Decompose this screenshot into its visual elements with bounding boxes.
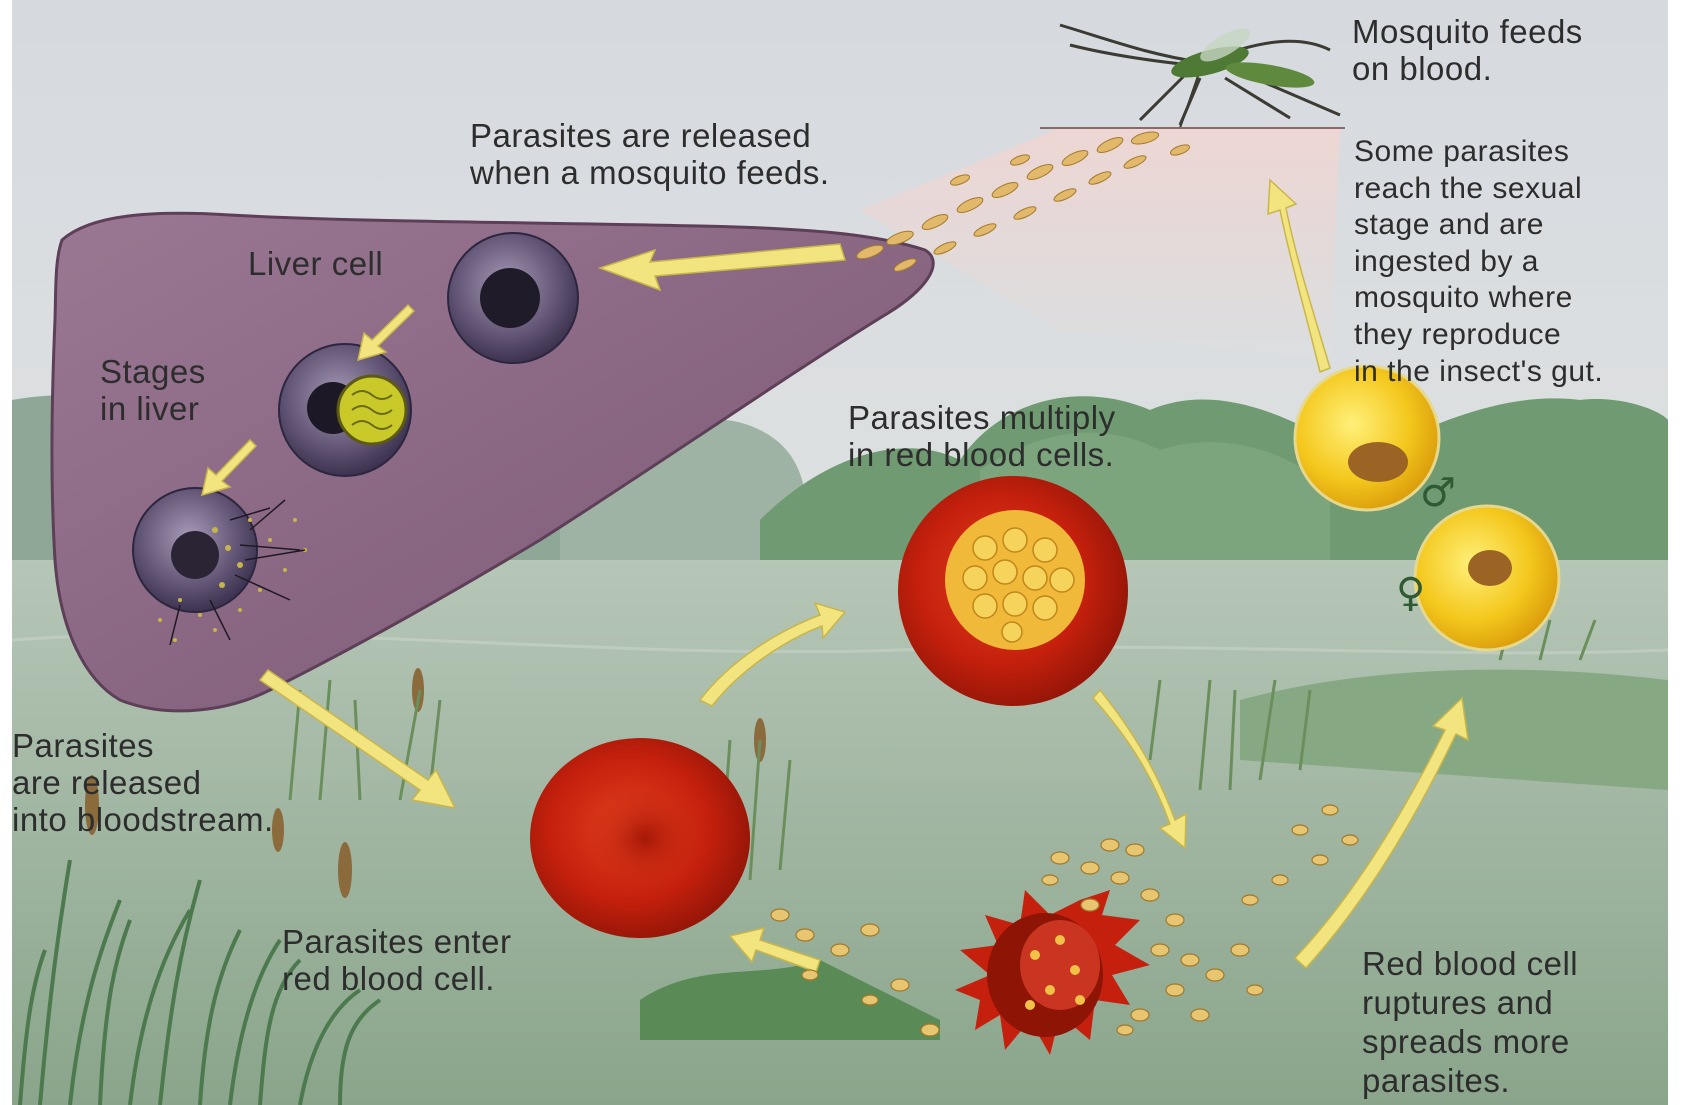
liver-cell-2 — [279, 344, 411, 476]
gametocyte-female — [1415, 506, 1559, 650]
label-mosquito-feeds: Mosquito feeds on blood. — [1352, 14, 1583, 88]
female-symbol: ♀ — [1396, 570, 1425, 616]
label-sexual-stage: Some parasites reach the sexual stage an… — [1354, 134, 1603, 390]
label-parasites-released-mosquito: Parasites are released when a mosquito f… — [470, 118, 830, 192]
label-enter-rbc: Parasites enter red blood cell. — [282, 924, 511, 998]
liver-cell-1 — [448, 233, 578, 363]
rbc-healthy — [530, 738, 750, 938]
male-symbol: ♂ — [1420, 470, 1456, 516]
label-multiply-rbc: Parasites multiply in red blood cells. — [848, 400, 1116, 474]
label-liver-cell: Liver cell — [248, 246, 383, 283]
rbc-infected — [898, 476, 1128, 706]
label-stages-in-liver: Stages in liver — [100, 354, 206, 428]
label-rbc-ruptures: Red blood cell ruptures and spreads more… — [1362, 945, 1578, 1101]
label-released-bloodstream: Parasites are released into bloodstream. — [12, 728, 274, 839]
